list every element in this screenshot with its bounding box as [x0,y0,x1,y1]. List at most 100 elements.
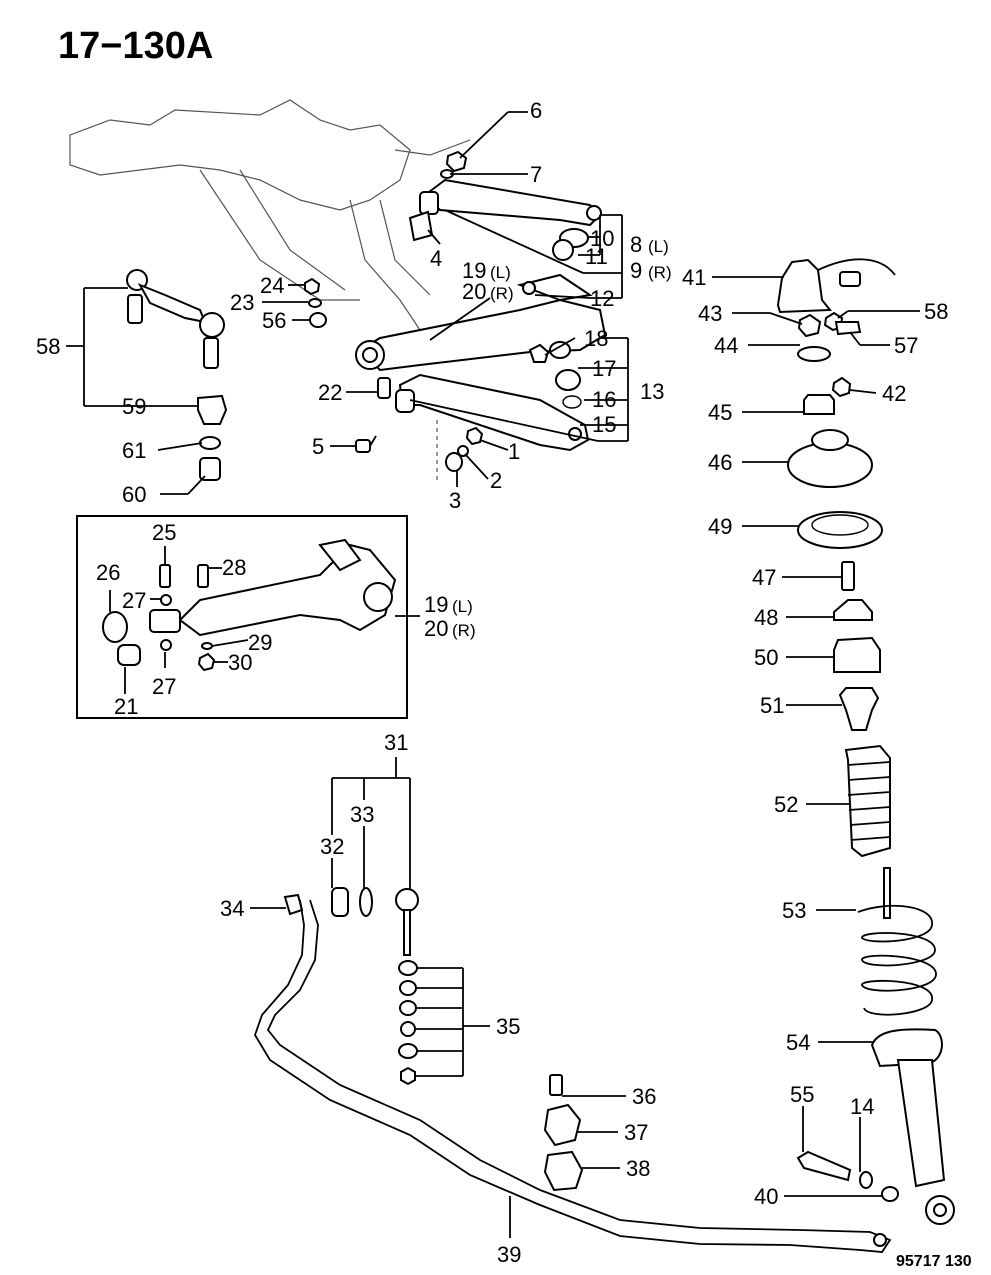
callout-15: 15 [592,412,616,437]
callout-58-left: 58 [36,334,60,359]
side-marker-19-inset: (L) [452,597,473,616]
callout-19-inset: 19 [424,592,448,617]
callout-24: 24 [260,273,284,298]
diagram-code: 95717 130 [896,1253,972,1270]
callout-53: 53 [782,898,806,923]
callout-19-top: 19 [462,258,486,283]
callout-14: 14 [850,1094,874,1119]
callout-17: 17 [592,356,616,381]
callout-27-bottom: 27 [152,674,176,699]
callout-8: 8 [630,232,642,257]
callout-42: 42 [882,381,906,406]
callout-31: 31 [384,730,408,755]
callout-38: 38 [626,1156,650,1181]
callout-34: 34 [220,896,244,921]
callout-37: 37 [624,1120,648,1145]
callout-46: 46 [708,450,732,475]
bushing-60 [199,457,221,481]
callout-33: 33 [350,802,374,827]
washer-40 [881,1186,899,1202]
callout-20-top: 20 [462,279,486,304]
bolt-55-nut-14 [796,1150,873,1189]
bushings-35 [398,960,418,1086]
callout-27-top: 27 [122,588,146,613]
callout-41: 41 [682,265,706,290]
collar-47 [841,561,855,591]
callout-40: 40 [754,1184,778,1209]
callout-5: 5 [312,434,324,459]
strut-mount-41 [776,258,896,314]
toe-link-58 [126,269,225,369]
callout-29: 29 [248,630,272,655]
callout-6: 6 [530,98,542,123]
crossmember-outline [69,99,471,480]
stabilizer-bar-39 [254,899,892,1253]
washer-44 [797,346,831,362]
callout-44: 44 [714,333,738,358]
callout-2: 2 [490,468,502,493]
callout-23: 23 [230,290,254,315]
callout-57: 57 [894,333,918,358]
callout-56: 56 [262,308,286,333]
callout-25: 25 [152,520,176,545]
nut-42 [831,376,852,398]
callout-60: 60 [122,482,146,507]
side-marker-20-top: (R) [490,284,514,303]
callout-45: 45 [708,400,732,425]
callout-21: 21 [114,694,138,719]
callout-48: 48 [754,605,778,630]
callout-12: 12 [590,286,614,311]
side-marker-20-inset: (R) [452,621,476,640]
bushing-10-11 [552,228,589,261]
dust-boot-52 [844,744,891,858]
callout-52: 52 [774,792,798,817]
callout-4: 4 [430,246,442,271]
callout-10: 10 [590,226,614,251]
callout-22: 22 [318,380,342,405]
inset-trailing-arm [102,538,397,672]
spring-seat-49 [797,511,883,549]
leader-lines [66,111,920,1238]
callout-32: 32 [320,834,344,859]
callout-61: 61 [122,438,146,463]
bolt-5 [355,435,377,453]
callout-9: 9 [630,258,642,283]
callout-47: 47 [752,565,776,590]
callout-49: 49 [708,514,732,539]
callout-13: 13 [640,379,664,404]
callout-3: 3 [449,488,461,513]
insulator-50 [833,636,881,673]
bushing-59 [197,394,228,425]
callout-11: 11 [585,244,608,269]
side-marker-19-top: (L) [490,263,511,282]
callout-43: 43 [698,301,722,326]
side-marker-9: (R) [648,263,672,282]
callout-51: 51 [760,693,784,718]
callout-36: 36 [632,1084,656,1109]
side-marker-8: (L) [648,237,669,256]
callout-35: 35 [496,1014,520,1039]
bolt-22 [377,377,391,399]
bumper-48 [833,599,873,621]
callout-16: 16 [592,387,616,412]
callout-54: 54 [786,1030,810,1055]
diagram-title: 17−130A [58,25,213,67]
lower-seat-54 [870,1028,943,1068]
nut-58-bracket-57 [823,311,862,336]
callout-18: 18 [584,326,608,351]
upper-seat-46 [787,429,873,488]
callout-39: 39 [497,1242,521,1267]
shock-body [896,1059,955,1225]
callout-7: 7 [530,162,542,187]
stabilizer-link-31 [283,887,419,956]
callout-30: 30 [228,650,252,675]
bracket-36-37-38 [543,1074,584,1192]
callout-50: 50 [754,645,778,670]
callout-28: 28 [222,555,246,580]
coil-spring-53 [857,867,937,1016]
washer-61 [199,436,221,450]
callout-58-right: 58 [924,299,948,324]
callout-1: 1 [508,439,520,464]
callout-labels: 6 7 4 10 11 8 (L) 9 (R) 12 18 17 16 15 1… [36,98,948,1267]
